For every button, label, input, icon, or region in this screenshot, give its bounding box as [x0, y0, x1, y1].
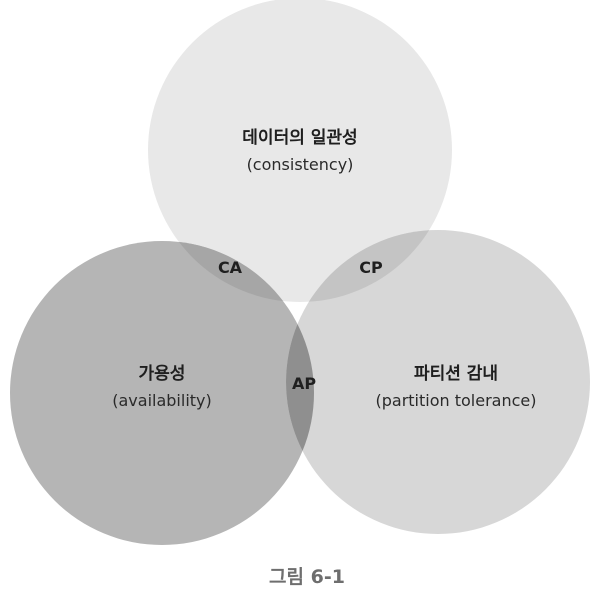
partition-circle [286, 230, 590, 534]
availability-subtitle: (availability) [112, 391, 212, 410]
consistency-title: 데이터의 일관성 [242, 128, 357, 148]
partition-subtitle: (partition tolerance) [376, 391, 537, 410]
consistency-subtitle: (consistency) [247, 155, 354, 174]
availability-title: 가용성 [139, 364, 186, 384]
ca-label: CA [218, 258, 243, 277]
partition-title: 파티션 감내 [414, 364, 498, 384]
figure-caption: 그림 6-1 [269, 566, 345, 588]
consistency-circle [148, 0, 452, 302]
availability-circle [10, 241, 314, 545]
ap-label: AP [292, 374, 316, 393]
cp-label: CP [359, 258, 383, 277]
